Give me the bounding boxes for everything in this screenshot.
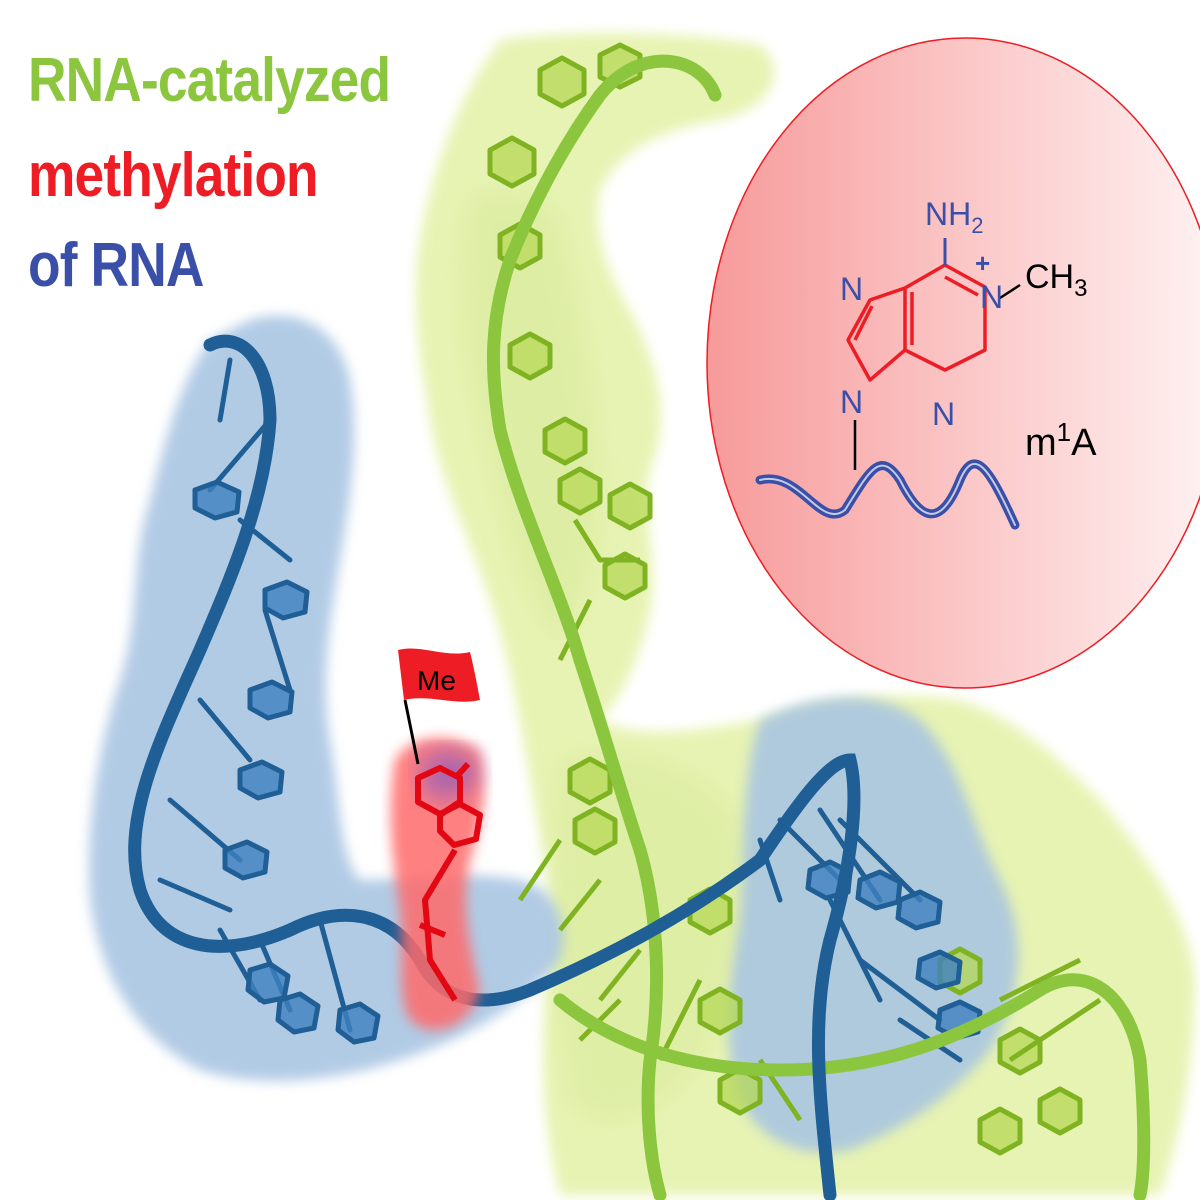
adenine-ring <box>846 263 987 382</box>
green-backbone-lower <box>553 973 1151 1200</box>
plus-charge: + <box>975 248 990 278</box>
methylated-nucleotide <box>390 737 485 1030</box>
n7-label: N <box>840 271 863 307</box>
green-backbone <box>486 54 722 1200</box>
n1-label: N <box>980 279 1003 315</box>
m1a-label: m1A <box>1025 417 1097 464</box>
title-line-methylation: methylation <box>28 141 319 210</box>
flag-label: Me <box>417 665 456 696</box>
ch3-label: CH3 <box>1025 258 1087 302</box>
inset-rna-ribbon <box>755 459 1020 530</box>
me-flag: Me <box>398 648 480 765</box>
n9-label: N <box>840 384 863 420</box>
title-line-of-rna: of RNA <box>28 231 204 300</box>
title-line-rna-catalyzed: RNA-catalyzed <box>28 46 391 115</box>
m1a-inset: NH2 N + CH3 N N N m1A <box>706 37 1200 689</box>
n3-label: N <box>932 396 955 432</box>
nh2-label: NH2 <box>925 196 983 238</box>
